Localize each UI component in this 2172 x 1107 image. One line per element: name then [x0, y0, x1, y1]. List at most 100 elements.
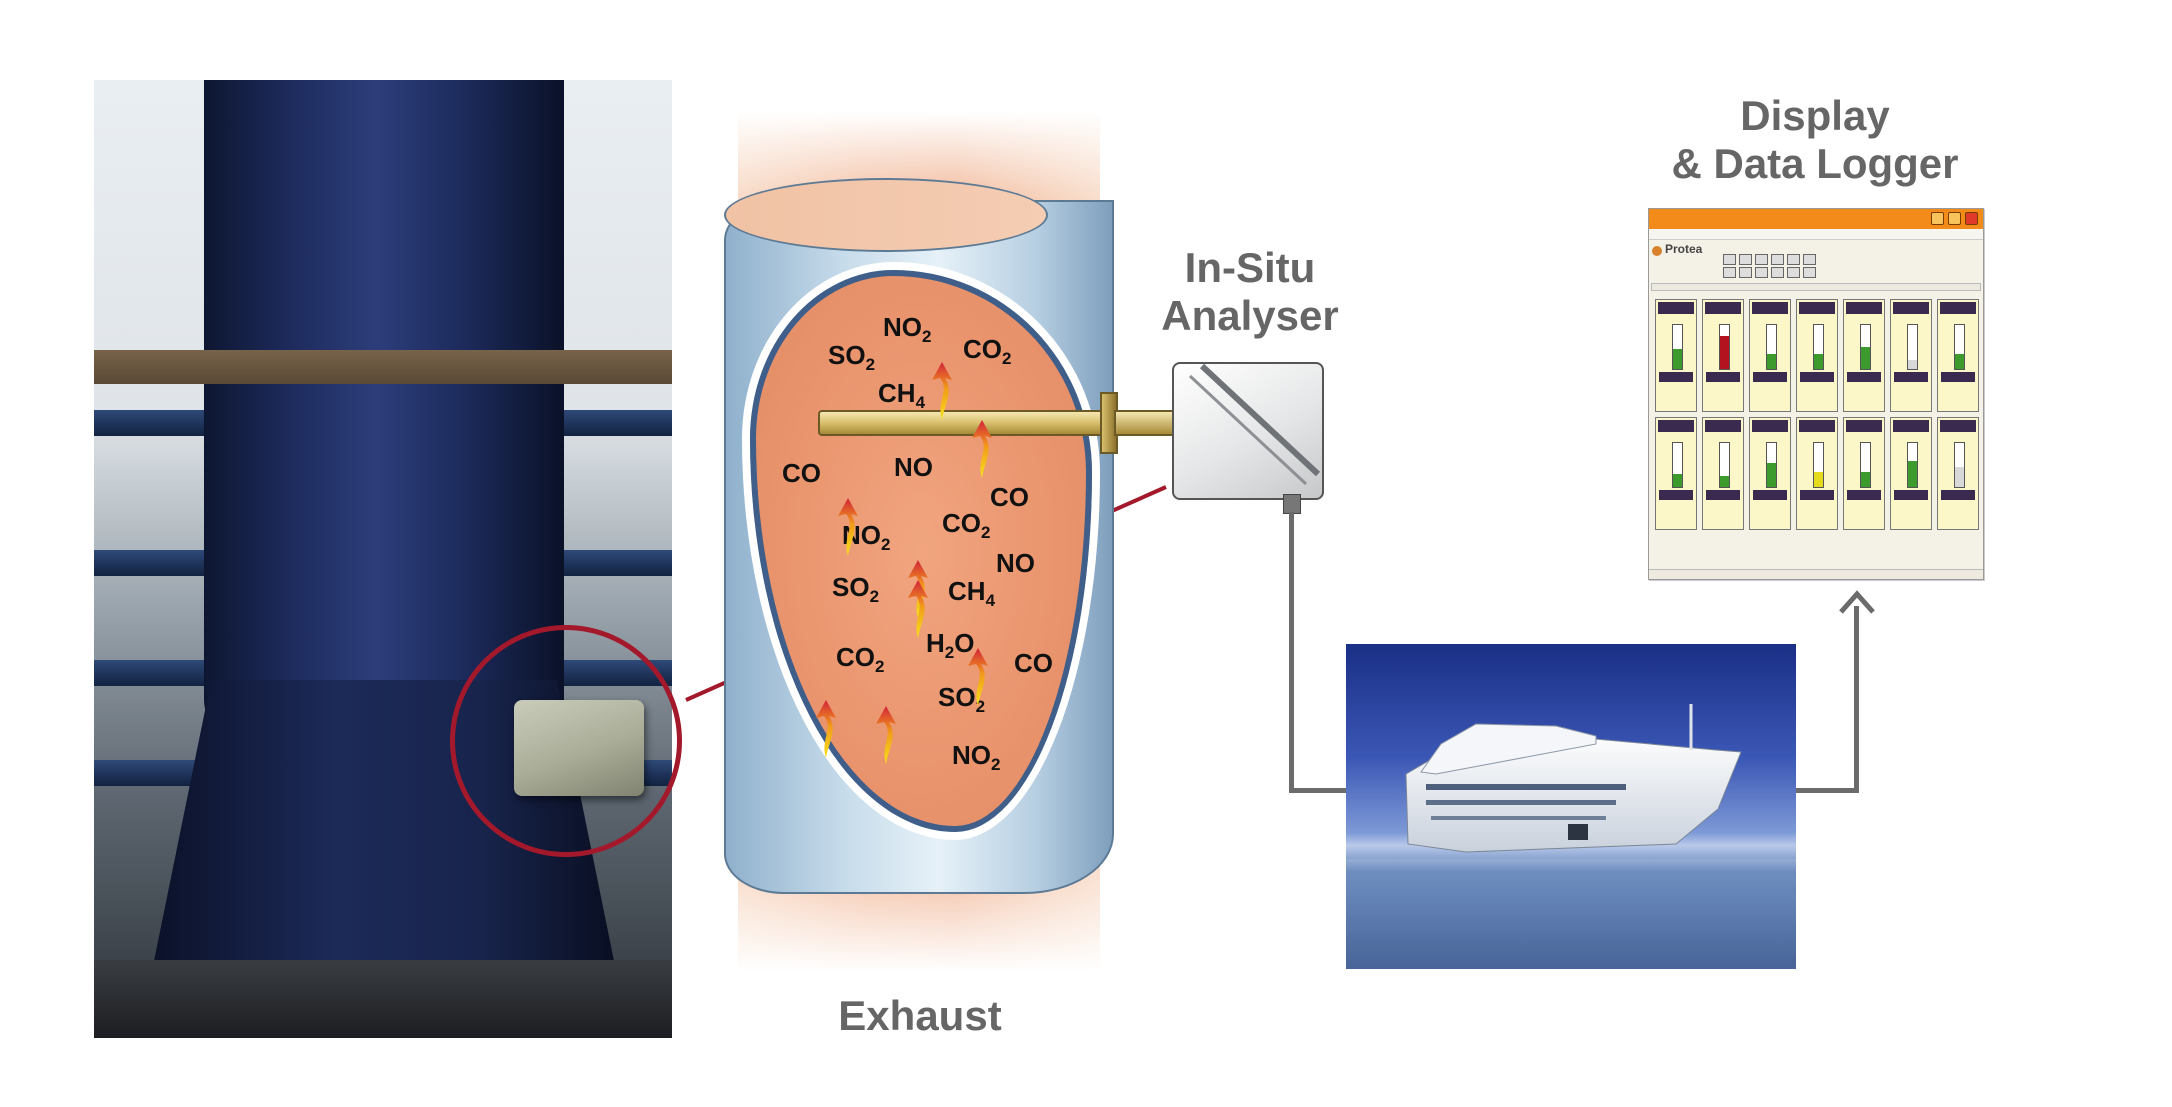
cruise-ship-photo	[1346, 644, 1796, 969]
gauge-fill	[1767, 462, 1776, 487]
close-icon[interactable]	[1965, 212, 1978, 225]
toolbar-button[interactable]	[1739, 254, 1752, 265]
status-footer	[1649, 569, 1983, 579]
gauge-card[interactable]	[1749, 417, 1791, 530]
gauge-card[interactable]	[1702, 299, 1744, 412]
gauge-fill	[1861, 471, 1870, 487]
toolbar	[1649, 240, 1983, 280]
menu-bar	[1649, 229, 1983, 240]
gauge-tube	[1860, 442, 1871, 488]
maximize-icon[interactable]	[1948, 212, 1961, 225]
toolbar-button[interactable]	[1803, 267, 1816, 278]
gas-label: CO	[990, 482, 1029, 512]
gauge-fill	[1814, 471, 1823, 487]
gas-label: NO2	[883, 312, 932, 346]
gauge-header	[1799, 302, 1835, 314]
toolbar-button[interactable]	[1787, 267, 1800, 278]
toolbar-button[interactable]	[1755, 254, 1768, 265]
ship-superstructure	[1420, 723, 1597, 775]
gauge-value-bar	[1894, 372, 1928, 382]
funnel-stack	[204, 80, 564, 740]
analyser-title-line2: Analyser	[1161, 292, 1339, 340]
gauge-value-bar	[1800, 490, 1834, 500]
analyser-probe	[818, 410, 1112, 436]
gauge-card[interactable]	[1890, 417, 1932, 530]
flame-arrow-icon	[968, 648, 988, 706]
toolbar-button[interactable]	[1723, 267, 1736, 278]
gauge-header	[1940, 302, 1976, 314]
gauge-header	[1658, 420, 1694, 432]
gauge-header	[1705, 420, 1741, 432]
toolbar-button[interactable]	[1787, 254, 1800, 265]
gauge-header	[1846, 420, 1882, 432]
gas-label: NO2	[952, 740, 1001, 774]
toolbar-button[interactable]	[1739, 267, 1752, 278]
gauge-fill	[1908, 360, 1917, 369]
flame-arrow-icon	[932, 362, 952, 420]
cruise-ship-illustration	[1346, 704, 1796, 969]
window-titlebar	[1649, 209, 1983, 229]
gauge-fill	[1955, 353, 1964, 369]
flame-arrow-icon	[816, 700, 836, 758]
gauge-card[interactable]	[1843, 299, 1885, 412]
toolbar-button[interactable]	[1771, 267, 1784, 278]
display-title-line1: Display	[1740, 92, 1890, 139]
water-reflection	[1346, 859, 1796, 969]
status-strip	[1651, 283, 1981, 291]
gas-label: SO2	[828, 340, 876, 374]
gauge-card[interactable]	[1749, 299, 1791, 412]
gauge-card[interactable]	[1796, 299, 1838, 412]
gauge-card[interactable]	[1937, 417, 1979, 530]
toolbar-button[interactable]	[1755, 267, 1768, 278]
analyser-stripe	[1199, 363, 1321, 477]
gauge-card[interactable]	[1937, 299, 1979, 412]
flame-arrow-icon	[972, 420, 992, 478]
gauge-header	[1658, 302, 1694, 314]
gas-label: CO2	[836, 642, 885, 676]
gauge-fill	[1955, 467, 1964, 487]
gauge-tube	[1954, 324, 1965, 370]
gauge-card[interactable]	[1655, 417, 1697, 530]
gauge-fill	[1673, 473, 1682, 487]
toolbar-button[interactable]	[1723, 254, 1736, 265]
gauge-card[interactable]	[1843, 417, 1885, 530]
gauge-card[interactable]	[1796, 417, 1838, 530]
connector-horizontal	[1289, 788, 1349, 793]
gas-label: SO2	[832, 572, 880, 606]
up-arrow-icon	[1839, 590, 1875, 614]
flame-arrow-icon	[838, 498, 858, 556]
gauge-tube	[1813, 442, 1824, 488]
flame-arrow-icon	[876, 706, 896, 764]
gauge-tube	[1860, 324, 1871, 370]
gauge-value-bar	[1706, 490, 1740, 500]
gauge-card[interactable]	[1702, 417, 1744, 530]
ship-window-band	[1426, 800, 1616, 805]
gauge-value-bar	[1847, 490, 1881, 500]
funnel-stack-photo	[94, 80, 672, 1038]
probe-coupling	[1114, 410, 1178, 436]
gauge-fill	[1861, 347, 1870, 369]
toolbar-button[interactable]	[1803, 254, 1816, 265]
brand-name: Protea	[1665, 242, 1703, 256]
highlight-circle	[450, 625, 682, 857]
cable-gland	[1283, 494, 1301, 514]
gauge-header	[1893, 302, 1929, 314]
gauge-tube	[1719, 324, 1730, 370]
gauge-tube	[1813, 324, 1824, 370]
gauge-value-bar	[1847, 372, 1881, 382]
gauge-value-bar	[1706, 372, 1740, 382]
gauge-header	[1846, 302, 1882, 314]
gauge-fill	[1814, 353, 1823, 369]
gauge-value-bar	[1941, 372, 1975, 382]
connector-vertical	[1289, 512, 1294, 792]
gauge-card[interactable]	[1890, 299, 1932, 412]
gauge-tube	[1672, 324, 1683, 370]
gas-label: SO2	[938, 682, 986, 716]
toolbar-button[interactable]	[1771, 254, 1784, 265]
gauge-fill	[1673, 349, 1682, 369]
minimize-icon[interactable]	[1931, 212, 1944, 225]
analyser-title: In-Situ Analyser	[1140, 244, 1360, 341]
flame-arrow-icon	[908, 580, 928, 638]
pipe-opening	[724, 178, 1048, 252]
gauge-card[interactable]	[1655, 299, 1697, 412]
